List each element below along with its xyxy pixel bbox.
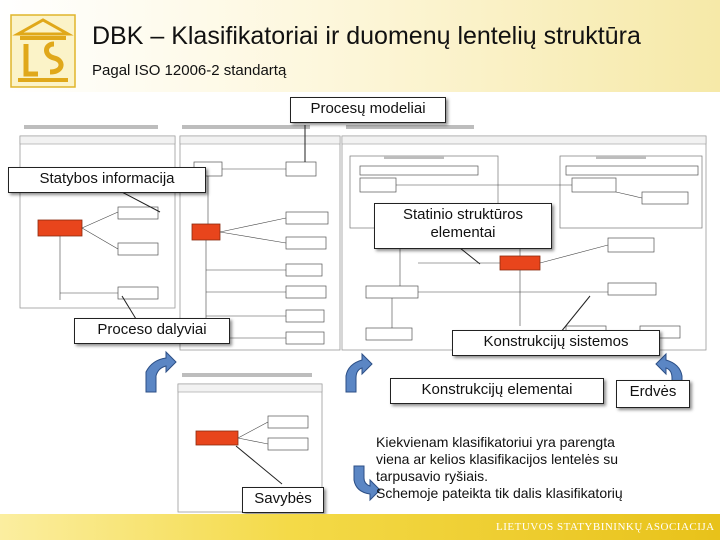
properties-label: Savybės — [242, 487, 324, 513]
note-line-3: tarpusavio ryšiais. — [376, 468, 489, 484]
schema-text-lines — [24, 125, 646, 377]
structure-elements-label: Statinio struktūros elementai — [374, 203, 552, 249]
page-title: DBK – Klasifikatoriai ir duomenų lenteli… — [92, 22, 641, 50]
footer-text: LIETUVOS STATYBININKŲ ASOCIACIJA — [496, 521, 715, 533]
construction-elements-label: Konstrukcijų elementai — [390, 378, 604, 404]
note-line-4: Schemoje pateikta tik dalis klasifikator… — [376, 485, 623, 501]
page-subtitle: Pagal ISO 12006-2 standartą — [92, 62, 287, 79]
footer-band — [0, 514, 720, 540]
process-models-label: Procesų modeliai — [290, 97, 446, 123]
association-logo — [10, 14, 76, 88]
header-band — [0, 0, 720, 92]
panel-headers — [19, 135, 707, 393]
construction-info-label: Statybos informacija — [8, 167, 206, 193]
spaces-label: Erdvės — [616, 380, 690, 408]
note-line-2: viena ar kelios klasifikacijos lentelės … — [376, 451, 618, 467]
classification-note: Kiekvienam klasifikatoriui yra parengta … — [376, 434, 696, 502]
note-line-1: Kiekvienam klasifikatoriui yra parengta — [376, 434, 615, 450]
process-participants-label: Proceso dalyviai — [74, 318, 230, 344]
construction-systems-label: Konstrukcijų sistemos — [452, 330, 660, 356]
